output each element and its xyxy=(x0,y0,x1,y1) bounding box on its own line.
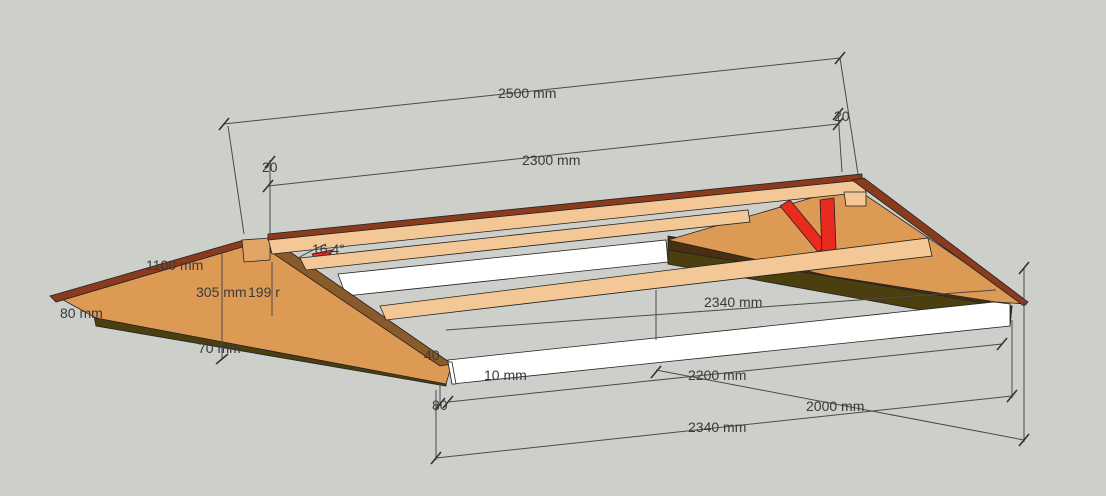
label-inner-span: 2200 mm xyxy=(688,367,746,383)
label-ridge-length: 2300 mm xyxy=(522,152,580,168)
label-frame-depth: 2000 mm xyxy=(806,398,864,414)
label-eave-overhang: 80 mm xyxy=(60,305,103,321)
dim-line-2500 xyxy=(223,57,841,125)
upper-rafter-end xyxy=(843,191,867,207)
label-roof-pitch: 16.4° xyxy=(312,241,345,257)
upper-rafter xyxy=(299,209,751,271)
ridge-post-block xyxy=(241,237,271,263)
label-frame-length: 2340 mm xyxy=(688,419,746,435)
dim-line-2200 xyxy=(447,343,1003,403)
label-overall-length: 2500 mm xyxy=(498,85,556,101)
label-beam-height: 70 mm xyxy=(198,340,241,356)
label-base-thickness: 80 xyxy=(432,397,448,413)
label-gap-small: 40 xyxy=(424,347,440,363)
red-brace-vertical xyxy=(819,197,837,253)
front-rafter xyxy=(379,237,933,321)
label-beam-width: 10 mm xyxy=(484,367,527,383)
dim-line-2340-top xyxy=(445,289,997,331)
label-right-overhang: 20 xyxy=(834,108,850,124)
label-inner-height: 199 r xyxy=(248,284,280,300)
dim-line-2000 xyxy=(655,369,1025,441)
front-white-beam-end xyxy=(447,361,457,385)
right-roof-edge xyxy=(850,177,1029,307)
dim-line-2300 xyxy=(267,123,839,187)
dim-line-2340 xyxy=(435,395,1013,459)
label-inner-span-top: 2340 mm xyxy=(704,294,762,310)
label-left-overhang: 20 xyxy=(262,159,278,175)
pitch-arc xyxy=(297,243,327,259)
label-gable-height: 305 mm xyxy=(196,284,247,300)
label-height-total: 1100 mm xyxy=(146,257,203,273)
